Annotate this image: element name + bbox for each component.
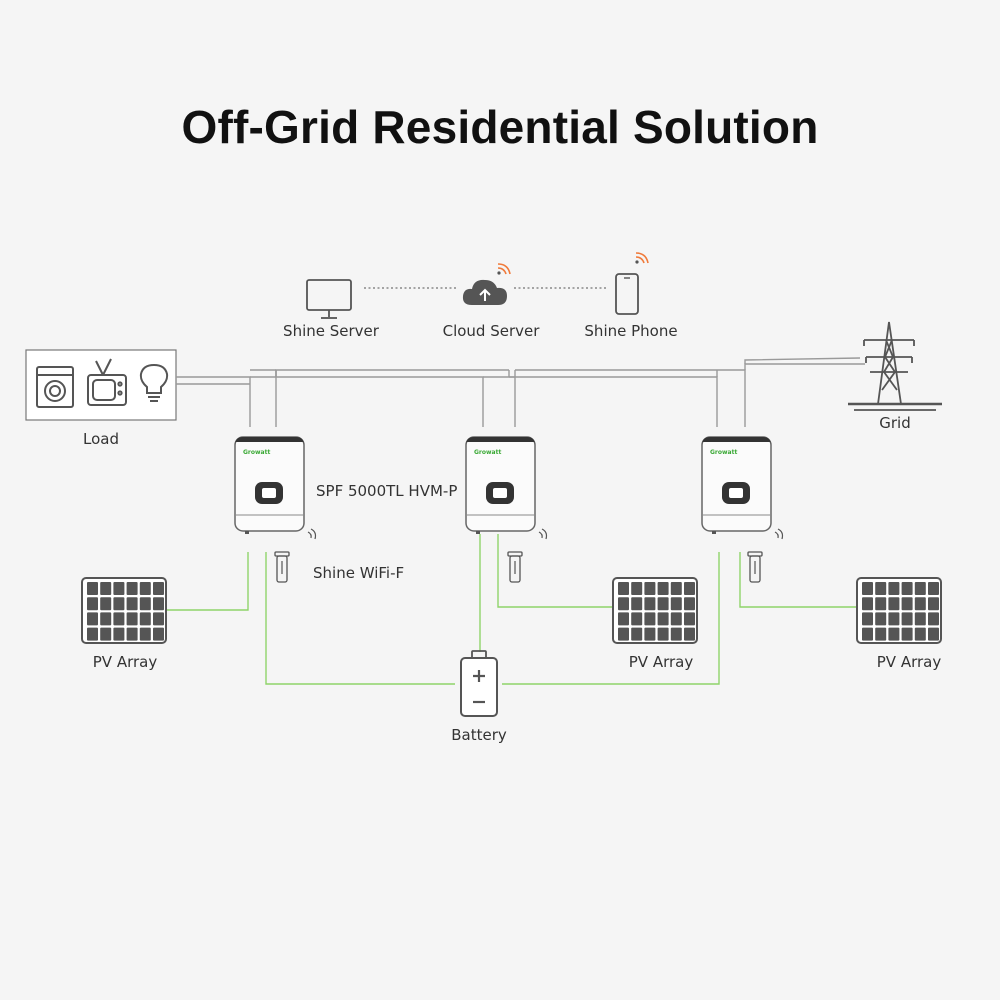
monitor-icon <box>306 279 352 319</box>
tv-icon <box>87 358 127 406</box>
inverter-icon: Growatt <box>701 436 784 540</box>
pv-array-label-3: PV Array <box>876 653 942 671</box>
dc-wiring <box>166 534 857 685</box>
wifi-stick-icon <box>747 551 763 583</box>
inverter-brand-logo: Growatt <box>243 449 270 456</box>
grid-label: Grid <box>879 414 911 432</box>
solar-panel-icon <box>612 577 698 644</box>
ac-bus <box>176 357 865 427</box>
pv-array-label-2: PV Array <box>628 653 694 671</box>
inverter-model-label: SPF 5000TL HVM-P <box>316 482 458 500</box>
inverter-brand-logo: Growatt <box>474 449 501 456</box>
pv-array-label-1: PV Array <box>92 653 158 671</box>
solar-panel-icon <box>856 577 942 644</box>
smartphone-icon <box>615 252 649 315</box>
washing-machine-icon <box>36 366 74 408</box>
inverter-icon: Growatt <box>465 436 548 540</box>
power-tower-icon <box>848 321 942 411</box>
wifi-stick-icon <box>274 551 290 583</box>
load-label: Load <box>83 430 119 448</box>
cloud-server-label: Cloud Server <box>442 322 540 340</box>
battery-icon <box>460 650 498 717</box>
inverter-brand-logo: Growatt <box>710 449 737 456</box>
solar-panel-icon <box>81 577 167 644</box>
battery-label: Battery <box>451 726 507 744</box>
page-title: Off-Grid Residential Solution <box>181 101 819 153</box>
light-bulb-icon <box>139 363 169 402</box>
cloud-upload-icon <box>462 263 511 305</box>
inverter-icon: Growatt <box>234 436 317 540</box>
wifi-stick-icon <box>507 551 523 583</box>
shine-phone-label: Shine Phone <box>584 322 678 340</box>
load-box <box>25 349 177 421</box>
wifi-module-label: Shine WiFi-F <box>313 564 405 582</box>
shine-server-label: Shine Server <box>283 322 379 340</box>
